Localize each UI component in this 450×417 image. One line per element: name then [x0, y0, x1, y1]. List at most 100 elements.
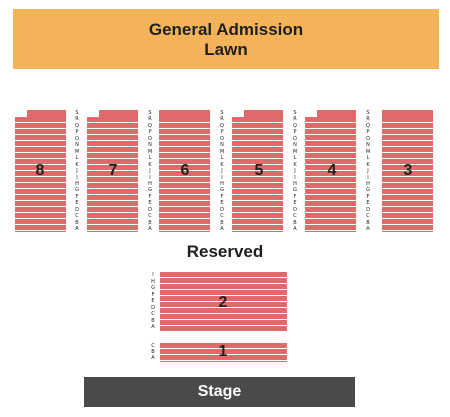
row-label: B: [220, 219, 224, 226]
row-label: M: [219, 148, 225, 155]
row-label: A: [148, 226, 152, 233]
row-label: Q: [366, 122, 370, 129]
row-label: A: [220, 226, 224, 233]
section-3-body: [382, 117, 433, 232]
row-label: R: [75, 116, 79, 123]
row-label: N: [220, 142, 224, 149]
section-8-label: 8: [35, 162, 45, 179]
row-label: R: [293, 116, 297, 123]
general-admission-lawn[interactable]: General Admission Lawn: [13, 9, 439, 69]
row-labels-section-2: I H G F E D C B A: [148, 272, 158, 331]
row-label: F: [151, 291, 155, 298]
lawn-label-line1: General Admission: [148, 20, 304, 39]
row-label: N: [293, 142, 297, 149]
row-label: A: [75, 226, 79, 233]
row-label: O: [148, 135, 152, 142]
row-label: K: [293, 161, 297, 168]
section-3-tab: [382, 110, 433, 117]
row-label: R: [148, 116, 152, 123]
row-label: H: [151, 278, 155, 285]
row-label: N: [75, 142, 79, 149]
row-label: F: [293, 193, 297, 200]
section-3[interactable]: [382, 110, 433, 232]
section-5[interactable]: [232, 110, 283, 232]
row-label: G: [148, 187, 152, 194]
row-labels-section-1: C B A: [148, 343, 158, 361]
row-label: C: [220, 213, 224, 220]
section-4-tab: [317, 110, 356, 117]
row-label: G: [75, 187, 79, 194]
row-label: P: [220, 129, 224, 136]
row-label: L: [75, 155, 79, 162]
section-7-body: [87, 117, 138, 232]
row-labels-8-7: S R Q P O N M L K J I H G F E D C B A: [72, 110, 82, 233]
row-label: C: [366, 213, 370, 220]
row-label: J: [76, 168, 78, 175]
row-label: B: [151, 317, 155, 324]
row-label: B: [366, 219, 370, 226]
row-label: S: [75, 110, 79, 116]
row-label: E: [148, 200, 152, 207]
row-label: E: [75, 200, 79, 207]
section-5-body: [232, 117, 283, 232]
row-label: H: [220, 180, 224, 187]
section-8-body: [15, 117, 66, 232]
section-4-body: [305, 117, 356, 232]
row-label: O: [366, 135, 370, 142]
row-label: G: [293, 187, 297, 194]
row-label: D: [148, 206, 152, 213]
section-1-label: 1: [218, 343, 228, 360]
section-6-body: [159, 117, 210, 232]
row-label: B: [75, 219, 79, 226]
row-label: Q: [293, 122, 297, 129]
row-label: B: [293, 219, 297, 226]
row-label: A: [293, 226, 297, 233]
section-6-label: 6: [180, 162, 190, 179]
row-label: B: [148, 219, 152, 226]
row-label: E: [151, 298, 155, 304]
section-2[interactable]: [160, 272, 287, 331]
row-label: O: [293, 135, 297, 142]
row-labels-7-6: S R Q P O N M L K J I H G F E D C B A: [145, 110, 155, 233]
row-label: D: [75, 206, 79, 213]
section-6-tab: [159, 110, 210, 117]
section-5-tab: [244, 110, 283, 117]
row-label: N: [148, 142, 152, 149]
lawn-label: General Admission Lawn: [13, 20, 439, 60]
row-label: D: [151, 304, 155, 311]
section-1[interactable]: [160, 343, 287, 362]
section-6[interactable]: [159, 110, 210, 232]
section-7-tab: [99, 110, 138, 117]
row-label: K: [148, 161, 152, 168]
row-label: J: [221, 168, 223, 175]
section-4[interactable]: [305, 110, 356, 232]
stage-label: Stage: [197, 383, 242, 400]
row-label: K: [366, 161, 370, 168]
section-8[interactable]: [15, 110, 66, 232]
section-3-label: 3: [403, 162, 413, 179]
row-label: S: [220, 110, 224, 116]
row-label: S: [366, 110, 370, 116]
row-label: S: [148, 110, 152, 116]
row-label: N: [366, 142, 370, 149]
row-label: M: [292, 148, 298, 155]
reserved-label: Reserved: [186, 242, 264, 261]
section-7[interactable]: [87, 110, 138, 232]
row-label: B: [151, 349, 155, 355]
row-labels-6-5: S R Q P O N M L K J I H G F E D C B A: [217, 110, 227, 233]
row-labels-5-4: S R Q P O N M L K J I H G F E D C B A: [290, 110, 300, 233]
row-label: G: [366, 187, 370, 194]
row-label: I: [294, 174, 296, 181]
row-label: Q: [220, 122, 224, 129]
row-label: C: [148, 213, 152, 220]
row-label: K: [75, 161, 79, 168]
section-4-label: 4: [327, 162, 337, 179]
section-7-label: 7: [108, 162, 118, 179]
stage: Stage: [84, 377, 355, 407]
row-label: K: [220, 161, 224, 168]
row-label: G: [220, 187, 224, 194]
row-label: H: [75, 180, 79, 187]
row-label: I: [367, 174, 369, 181]
row-label: D: [366, 206, 370, 213]
row-label: C: [151, 311, 155, 317]
